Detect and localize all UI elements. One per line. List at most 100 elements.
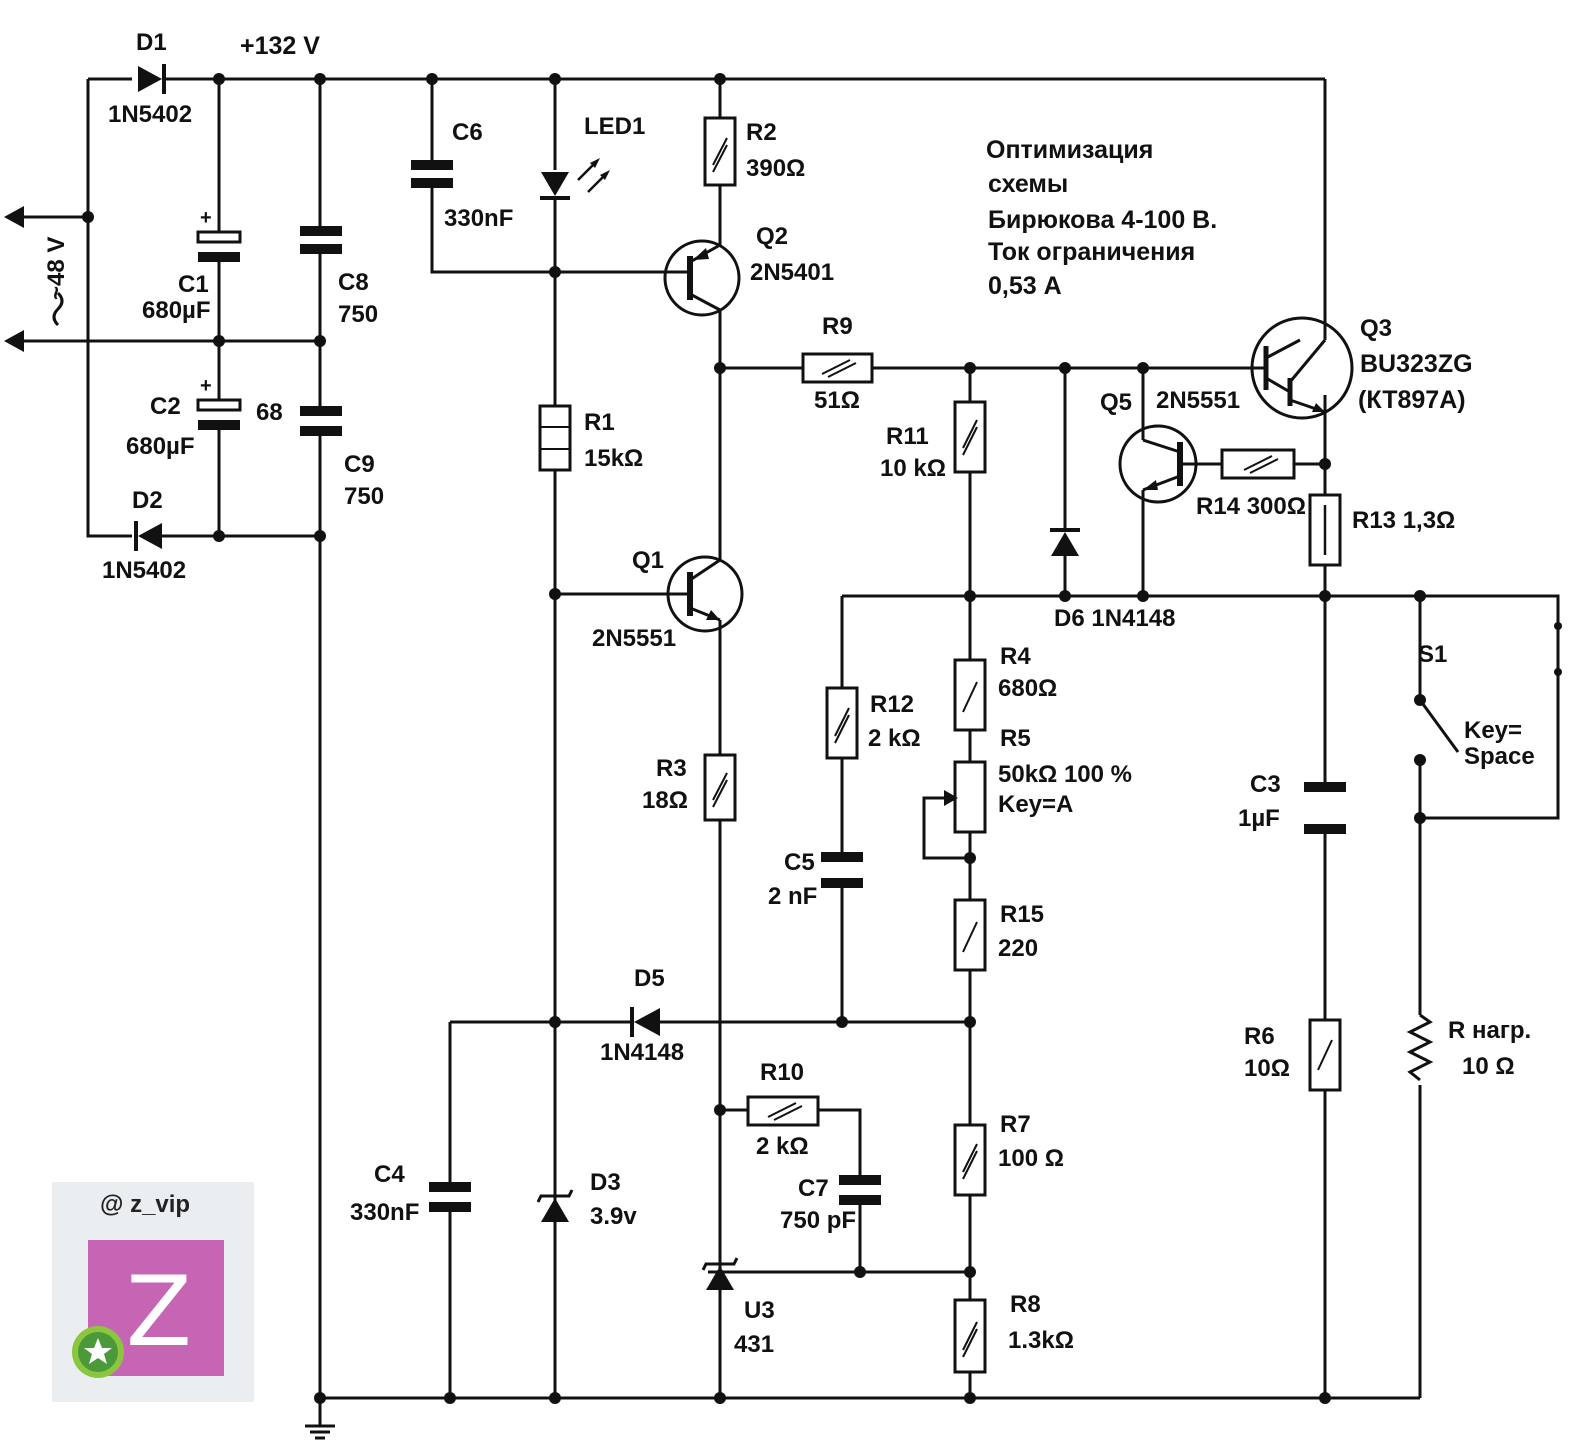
transistor-q2 — [663, 239, 741, 317]
r2-value: 390Ω — [746, 155, 805, 182]
wires — [8, 77, 1560, 1400]
d2-ref: D2 — [132, 487, 163, 514]
s1-key2: Space — [1464, 743, 1535, 770]
resistor-r1 — [538, 404, 572, 472]
c2-ref: C2 — [150, 393, 181, 420]
u3-ref: U3 — [744, 1297, 775, 1324]
r1-value: 15kΩ — [584, 445, 643, 472]
resistor-r13 — [1308, 493, 1342, 567]
watermark-letter: Z — [126, 1256, 192, 1368]
d1-value: 1N5402 — [108, 101, 192, 128]
capacitor-c2: + — [196, 375, 242, 430]
diode-d6 — [1050, 528, 1080, 556]
resistor-r11 — [953, 400, 987, 474]
load-ref: R нагр. — [1448, 1017, 1531, 1044]
resistor-r4 — [953, 658, 987, 732]
shunt-regulator-u3 — [701, 1257, 739, 1290]
s1-ref: S1 — [1418, 641, 1447, 668]
r5-value: 50kΩ 100 % — [998, 761, 1132, 788]
r9-ref: R9 — [822, 313, 853, 340]
capacitor-c1: + — [196, 207, 242, 262]
resistor-r12 — [825, 686, 859, 760]
r5-ref: R5 — [1000, 725, 1031, 752]
capacitor-c7 — [839, 1175, 881, 1205]
c4-ref: C4 — [374, 1161, 405, 1188]
capacitor-c6 — [411, 160, 453, 188]
r6-value: 10Ω — [1244, 1055, 1290, 1082]
d3-value: 3.9v — [590, 1203, 637, 1230]
svg-text:0,53 А: 0,53 А — [988, 272, 1062, 300]
d5-value: 1N4148 — [600, 1039, 684, 1066]
svg-text:Ток ограничения: Ток ограничения — [988, 238, 1195, 266]
r12-ref: R12 — [870, 691, 914, 718]
svg-text:Оптимизация: Оптимизация — [986, 136, 1153, 164]
resistor-r6 — [1308, 1018, 1342, 1092]
r14-label: R14 300Ω — [1196, 493, 1306, 520]
q3-alt: (КТ897А) — [1358, 386, 1466, 414]
d3-ref: D3 — [590, 1169, 621, 1196]
design-note: Оптимизация схемы Бирюкова 4-100 В. Ток … — [986, 136, 1217, 300]
svg-text:схемы: схемы — [988, 170, 1068, 198]
c7-value: 750 pF — [780, 1207, 856, 1234]
c2-value: 680µF — [126, 433, 195, 460]
u3-value: 431 — [734, 1331, 774, 1358]
c3-value: 1µF — [1238, 805, 1280, 832]
c3-ref: C3 — [1250, 771, 1281, 798]
c9-value: 750 — [344, 483, 384, 510]
r9-value: 51Ω — [814, 387, 860, 414]
resistor-r3 — [703, 753, 737, 822]
watermark-handle: @ z_vip — [100, 1191, 190, 1218]
capacitor-c8 — [300, 226, 342, 254]
diode-d1 — [138, 64, 166, 94]
q3-ref: Q3 — [1360, 315, 1392, 342]
resistor-r9 — [801, 352, 874, 384]
c8-ref: C8 — [338, 269, 369, 296]
svg-text:+: + — [200, 207, 212, 229]
resistor-r2 — [703, 116, 737, 187]
diode-d2 — [134, 521, 162, 551]
potentiometer-r5 — [944, 760, 987, 834]
q3-value: BU323ZG — [1360, 350, 1473, 378]
c4-value: 330nF — [350, 1199, 419, 1226]
r10-ref: R10 — [760, 1059, 804, 1086]
d2-value: 1N5402 — [102, 557, 186, 584]
c6-value: 330nF — [444, 205, 513, 232]
q2-value: 2N5401 — [750, 259, 834, 286]
r12-value: 2 kΩ — [868, 725, 921, 752]
resistor-r7 — [953, 1123, 987, 1197]
c1-value: 680µF — [142, 297, 211, 324]
r2-ref: R2 — [746, 119, 777, 146]
capacitor-c9 — [300, 406, 342, 436]
c5-value: 2 nF — [768, 883, 817, 910]
c8-value: 750 — [338, 301, 378, 328]
d5-ref: D5 — [634, 965, 665, 992]
c2-extra: 68 — [256, 399, 283, 426]
c1-ref: C1 — [178, 271, 209, 298]
resistor-r10 — [746, 1095, 820, 1127]
supply-voltage-label: +132 V — [240, 32, 320, 60]
s1-key1: Key= — [1464, 717, 1522, 744]
transistor-q3 — [1250, 316, 1354, 420]
led1-ref: LED1 — [584, 113, 645, 140]
r15-value: 220 — [998, 935, 1038, 962]
r11-ref: R11 — [886, 423, 929, 450]
r11-value: 10 kΩ — [880, 455, 946, 482]
r4-ref: R4 — [1000, 643, 1031, 670]
load-resistor — [1406, 1013, 1434, 1082]
r15-ref: R15 — [1000, 901, 1044, 928]
c9-ref: C9 — [344, 451, 375, 478]
r8-ref: R8 — [1010, 1291, 1041, 1318]
input-voltage-label: ~48 V — [43, 237, 70, 300]
q1-ref: Q1 — [632, 547, 664, 574]
q5-ref: Q5 — [1100, 389, 1132, 416]
r7-ref: R7 — [1000, 1111, 1031, 1138]
r3-ref: R3 — [656, 755, 687, 782]
q2-ref: Q2 — [756, 223, 788, 250]
svg-text:+: + — [200, 375, 212, 397]
r8-value: 1.3kΩ — [1008, 1327, 1074, 1354]
resistor-r8 — [953, 1298, 987, 1374]
capacitor-c5 — [821, 852, 863, 888]
c5-ref: C5 — [784, 849, 815, 876]
ac-sine-icon — [52, 291, 64, 327]
